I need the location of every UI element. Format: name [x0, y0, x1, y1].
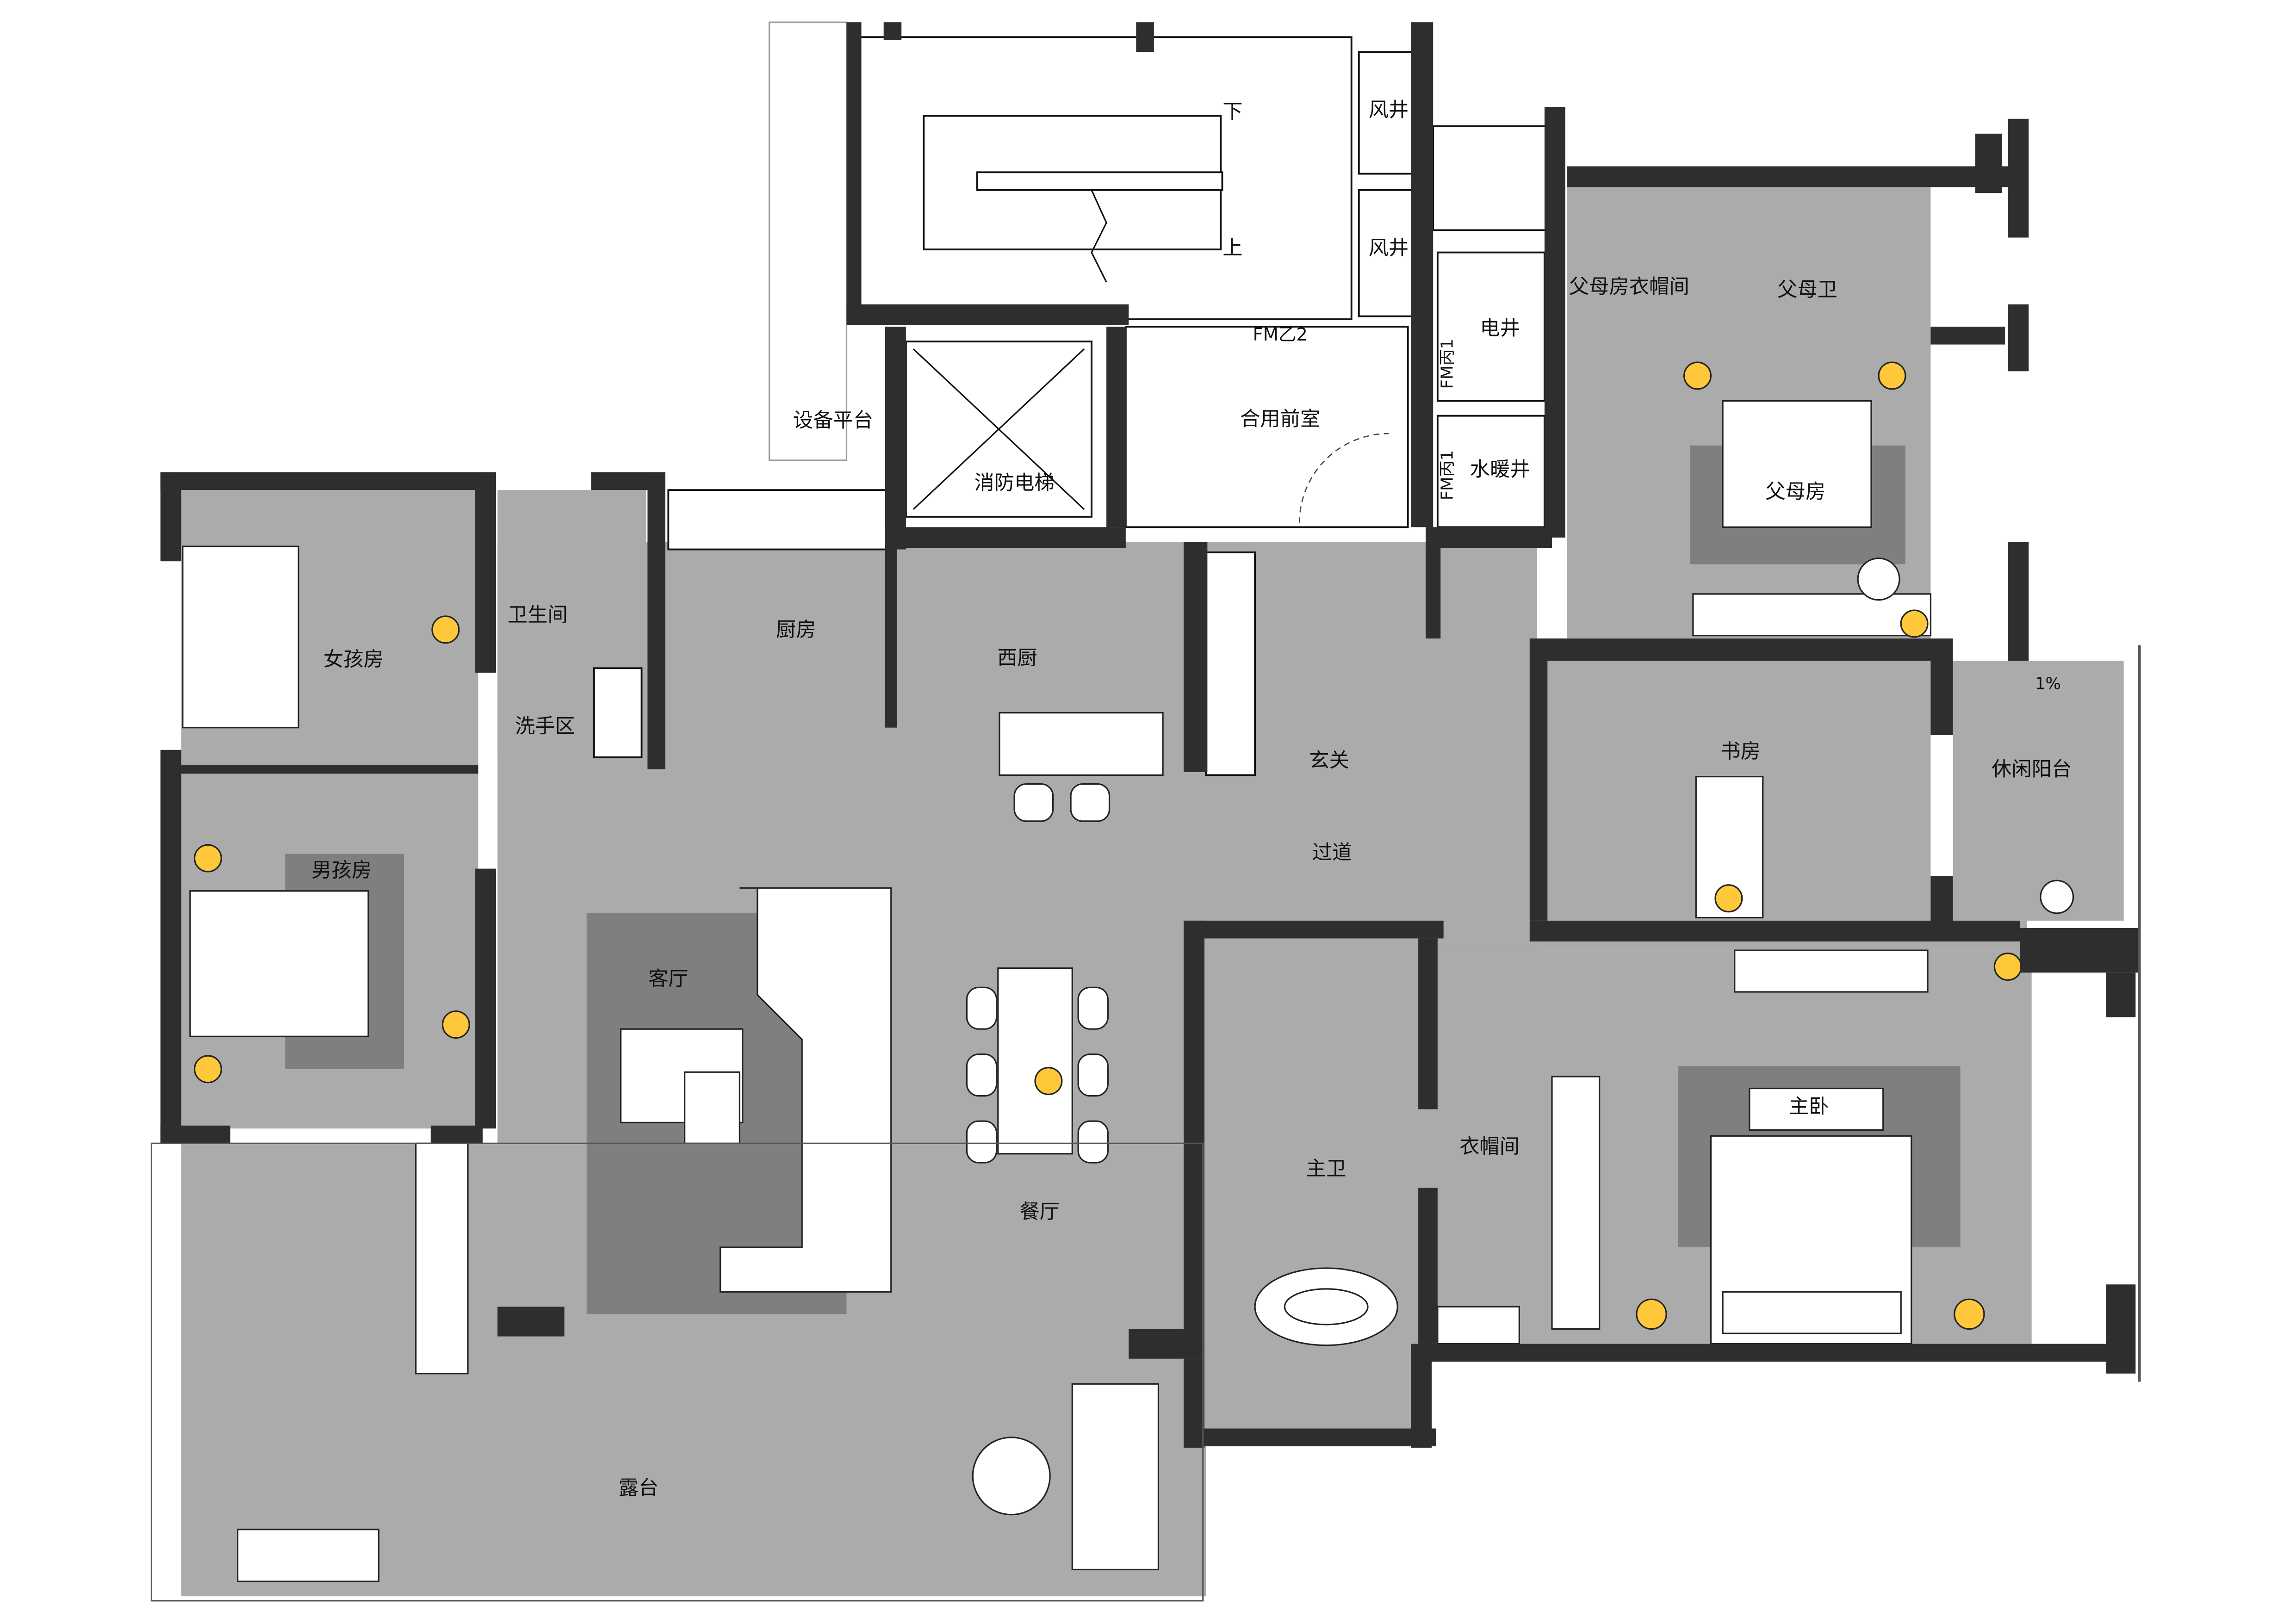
core-areas [768, 21, 1553, 528]
room-label: 西厨 [997, 647, 1037, 670]
room-label: 露台 [619, 1477, 659, 1500]
room-label: 父母房 [1765, 480, 1825, 503]
room-label: 书房 [1720, 740, 1761, 763]
room-label: 卫生间 [508, 603, 568, 626]
equipment-platform-label: 设备平台 [793, 409, 873, 432]
fire-door-label: FM丙1 [1438, 339, 1457, 389]
walls [160, 22, 2139, 1448]
fire-door-label: FM丙1 [1438, 450, 1457, 501]
room-label: 父母卫 [1777, 279, 1837, 302]
dining-table [997, 967, 1073, 1155]
kitchen-floor [721, 549, 876, 713]
room-label: 餐厅 [1019, 1201, 1060, 1224]
room-label: 洗手区 [515, 715, 575, 738]
fire-elevator-label: 消防电梯 [974, 471, 1055, 495]
room-label: 主卧 [1789, 1095, 1829, 1118]
labels: 下 上 风井 风井 FM乙2 电井 FM丙1 FM丙1 水暖井 合用前室 消防电… [311, 99, 2072, 1499]
room-label: 女孩房 [323, 648, 384, 671]
fire-door-label: FM乙2 [1253, 324, 1307, 345]
kitchen-island [999, 712, 1164, 776]
master-bath-floor [1206, 938, 1419, 1429]
leisure-balcony-floor [1953, 661, 2124, 921]
room-label: 客厅 [648, 967, 689, 991]
furniture [182, 400, 2074, 1582]
room-label: 父母房衣帽间 [1569, 275, 1689, 298]
air-shaft-label: 风井 [1369, 99, 1409, 122]
sofa [720, 887, 892, 1293]
room-label: 玄关 [1309, 749, 1349, 772]
shared-lobby-label: 合用前室 [1240, 408, 1320, 431]
boys-bed [189, 890, 369, 1037]
ceiling-lights [193, 361, 2022, 1330]
stair-down-label: 下 [1222, 100, 1242, 123]
room-label: 衣帽间 [1459, 1135, 1520, 1158]
electric-shaft-label: 电井 [1480, 317, 1520, 340]
stair-up-label: 上 [1222, 237, 1242, 260]
room-label: 主卫 [1306, 1158, 1347, 1181]
plumbing-shaft-label: 水暖井 [1470, 458, 1530, 481]
room-label: 过道 [1312, 841, 1353, 864]
slope-label: 1% [2035, 675, 2061, 694]
room-label: 休闲阳台 [1992, 758, 2072, 781]
parents-bath-floor [1700, 186, 1856, 327]
air-shaft-label: 风井 [1369, 237, 1409, 260]
room-label: 厨房 [776, 619, 816, 642]
room-label: 男孩房 [311, 859, 372, 882]
parents-bed [1722, 400, 1872, 528]
girls-bed [182, 545, 299, 729]
